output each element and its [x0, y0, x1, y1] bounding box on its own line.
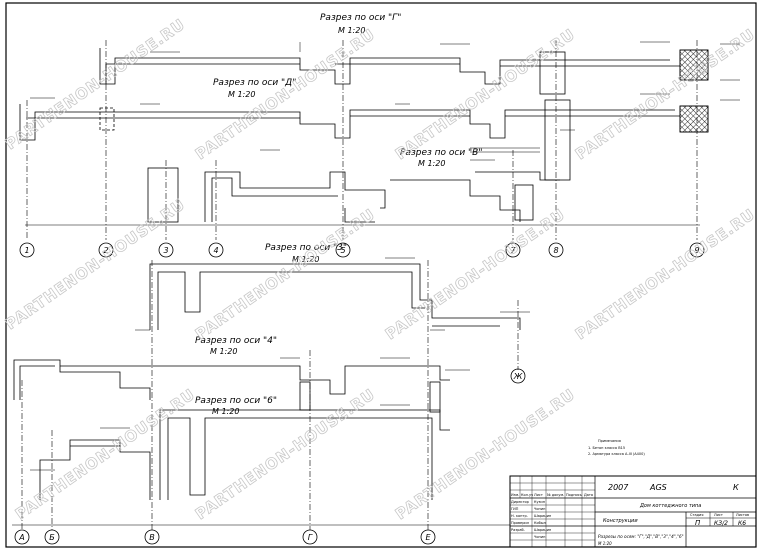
watermark-8: PARTHENON-HOUSE.RU: [572, 205, 759, 343]
role-4: Проверил: [511, 521, 529, 525]
lower-sections: А Б В Г Е Ж Д Разрез по оси "3" М 1:20 Р…: [12, 243, 530, 545]
watermark-2: PARTHENON-HOUSE.RU: [192, 25, 379, 163]
section-6-title: Разрез по оси "6": [195, 396, 277, 406]
notes: Примечания 1. Бетон класса В15 2. Армату…: [588, 439, 645, 456]
title-block: Изм. Кол.уч Лист № докум. Подпись Дата Д…: [509, 475, 757, 548]
notes-line-1: 1. Бетон класса В15: [588, 446, 625, 450]
section-g-outline: [99, 48, 709, 95]
col-doc: № докум.: [547, 493, 564, 497]
axis-zh-label: Ж: [513, 372, 523, 381]
tb-sheets-label: Листов: [736, 513, 749, 517]
upper-sections: 1 2 3 4 5 7 8 9 Разрез по оси "Г" М 1:20…: [19, 13, 740, 258]
axis-2-bubble: 2: [98, 242, 114, 258]
axis-v-label: В: [149, 533, 155, 542]
watermark-7: PARTHENON-HOUSE.RU: [382, 205, 569, 343]
axis-g-label: Г: [308, 533, 313, 542]
axis-9-label: 9: [694, 246, 699, 255]
role-5: Разраб.: [511, 528, 525, 532]
col-list: Лист: [534, 493, 543, 497]
section-6-scale: М 1:20: [212, 407, 239, 416]
axis-b-bubble: Б: [44, 529, 60, 545]
role-3: Н. контр.: [511, 514, 528, 518]
section-3-title: Разрез по оси "3": [265, 243, 347, 253]
col-sign: Подпись: [566, 493, 582, 497]
lower-annotations: [30, 257, 530, 471]
role-6-name: Чонин: [534, 535, 545, 539]
tb-code: К: [733, 483, 739, 492]
axis-5-label: 5: [340, 246, 345, 255]
axis-g-bubble: Г: [302, 529, 318, 545]
notes-heading: Примечания: [598, 439, 621, 443]
axis-5-bubble: 5: [335, 242, 351, 258]
watermark-11: PARTHENON-HOUSE.RU: [392, 385, 579, 523]
section-4-title: Разрез по оси "4": [195, 336, 277, 346]
tb-part: Конструкции: [603, 518, 638, 524]
axis-7-bubble: 7: [505, 242, 521, 258]
watermarks: PARTHENON-HOUSE.RU PARTHENON-HOUSE.RU PA…: [2, 15, 759, 524]
tb-sheet-label: Лист: [714, 513, 723, 517]
tb-sheets: К6: [738, 520, 746, 527]
axis-3-bubble: 3: [158, 242, 174, 258]
upper-axis-bubbles: 1 2 3 4 5 7 8 9: [19, 242, 705, 258]
tb-project: Дом коттеджного типа: [639, 503, 701, 509]
watermark-9: PARTHENON-HOUSE.RU: [12, 385, 199, 523]
axis-1-label: 1: [24, 246, 29, 255]
section-v-outline: [147, 167, 560, 223]
tb-stage: П: [695, 519, 701, 527]
section-v-scale: М 1:20: [418, 159, 445, 168]
axis-zh-bubble: Ж: [510, 368, 526, 384]
sheet-frame: [5, 2, 757, 548]
tb-drawing-scale: М 1:20: [598, 541, 612, 546]
col-date: Дата: [584, 493, 593, 497]
role-3-name: Шарицин: [534, 514, 551, 518]
axis-2-label: 2: [103, 246, 108, 255]
section-3-scale: М 1:20: [292, 255, 319, 264]
role-1: Директор: [511, 500, 530, 504]
section-d-scale: М 1:20: [228, 90, 255, 99]
axis-7-label: 7: [510, 246, 516, 255]
section-g-title: Разрез по оси "Г": [320, 13, 401, 23]
axis-9-bubble: 9: [689, 242, 705, 258]
axis-v-bubble: В: [144, 529, 160, 545]
axis-e-bubble: Е: [420, 529, 436, 545]
axis-a-bubble: А: [14, 529, 30, 545]
role-2: ГИП: [511, 507, 519, 511]
col-izm: Изм.: [511, 493, 519, 497]
section-d-title: Разрез по оси "Д": [213, 78, 296, 88]
tb-year: 2007: [608, 483, 629, 492]
upper-axis-lines: [26, 40, 698, 240]
lower-axis-bubbles: А Б В Г Е Ж Д: [14, 368, 526, 545]
section-3-outline: [149, 263, 521, 330]
upper-annotations: [30, 41, 740, 161]
axis-1-bubble: 1: [19, 242, 35, 258]
lower-axis-lines: [21, 260, 519, 530]
section-6-outline: [39, 409, 450, 500]
role-1-name: Кузин: [534, 500, 545, 504]
watermark-4: PARTHENON-HOUSE.RU: [572, 25, 759, 163]
notes-line-2: 2. Арматура класса А-III (А400): [588, 452, 645, 456]
axis-4-label: 4: [213, 246, 218, 255]
axis-e-label: Е: [425, 533, 431, 542]
axis-a-label: А: [18, 533, 24, 542]
watermark-6: PARTHENON-HOUSE.RU: [192, 205, 379, 343]
tb-sheet: КЗ/2: [714, 520, 728, 527]
tb-stage-label: Стадия: [690, 513, 703, 517]
axis-3-label: 3: [163, 246, 168, 255]
tb-org: AGS: [649, 483, 667, 492]
section-g-scale: М 1:20: [338, 26, 365, 35]
role-2-name: Чонин: [534, 507, 545, 511]
axis-8-bubble: 8: [548, 242, 564, 258]
col-kol: Кол.уч: [521, 493, 533, 497]
axis-4-bubble: 4: [208, 242, 224, 258]
axis-b-label: Б: [49, 533, 55, 542]
role-4-name: Кобыл: [534, 521, 546, 525]
role-5-name: Шарицин: [534, 528, 551, 532]
tb-drawing: Разрезы по осям: "Г","Д","В","3","4","6": [598, 534, 684, 539]
section-v-title: Разрез по оси "В": [400, 148, 483, 158]
watermark-1: PARTHENON-HOUSE.RU: [2, 15, 189, 153]
axis-8-label: 8: [553, 246, 558, 255]
section-d-outline: [19, 99, 709, 181]
section-4-scale: М 1:20: [210, 347, 237, 356]
